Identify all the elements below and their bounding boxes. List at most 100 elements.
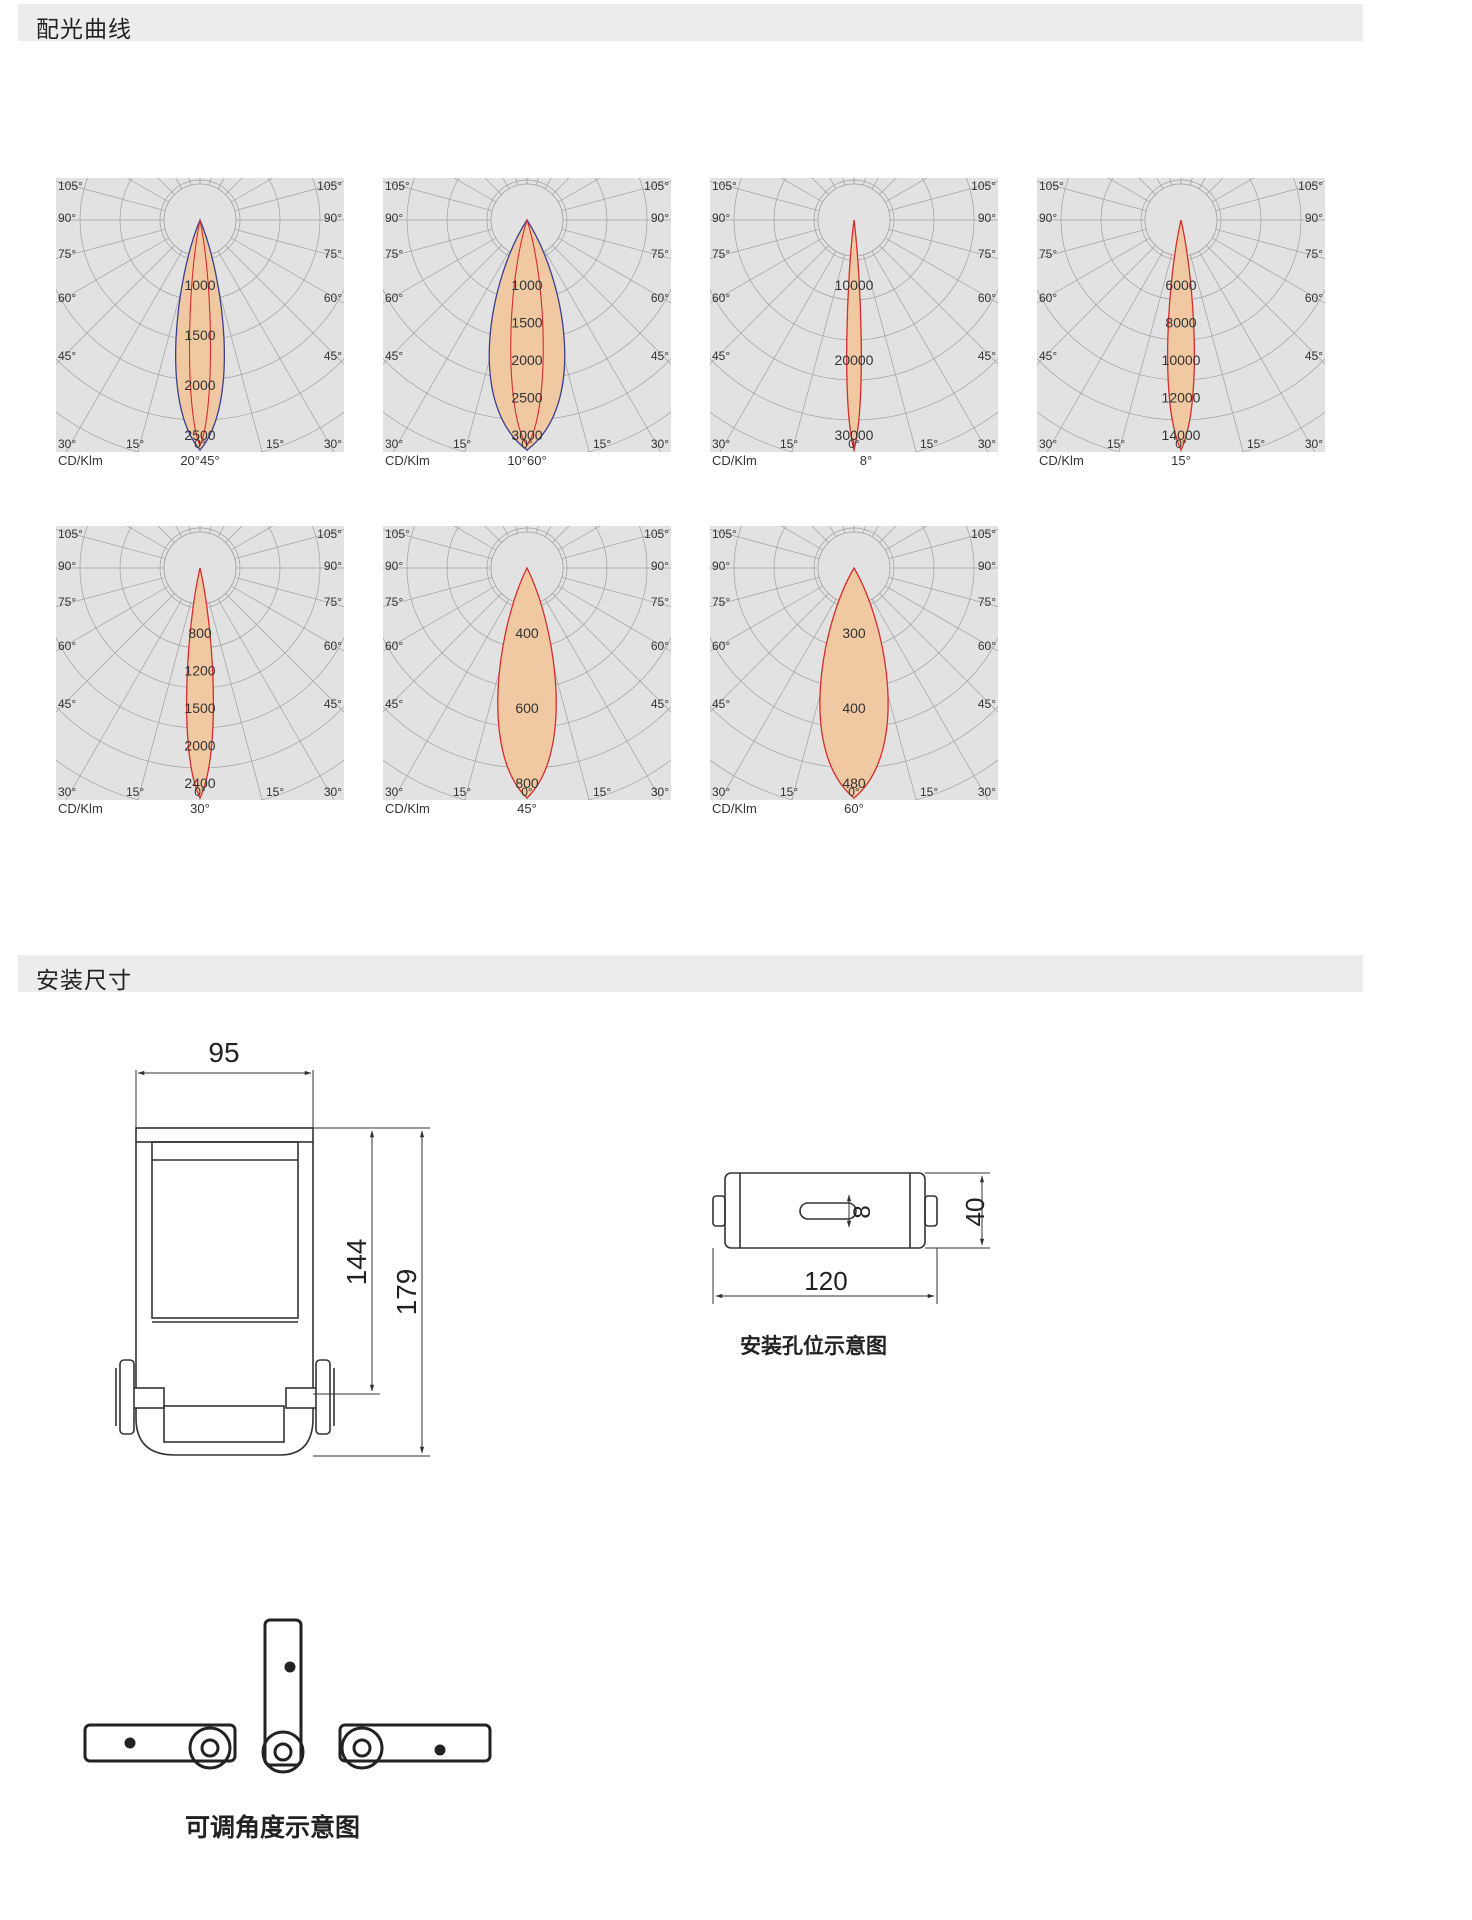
angle-label-top_right: 105° bbox=[644, 527, 669, 541]
unit-label: CD/Klm bbox=[58, 453, 103, 468]
angle-label-r90: 90° bbox=[324, 211, 342, 225]
intensity-label: 1000 bbox=[184, 277, 215, 293]
angle-label-b15l: 15° bbox=[780, 437, 798, 451]
angle-label-l30: 30° bbox=[712, 785, 730, 799]
beam-lobe-inner bbox=[188, 219, 212, 447]
intensity-label: 1500 bbox=[184, 327, 215, 343]
angle-label-l30: 30° bbox=[385, 437, 403, 451]
angle-label-b0: 0° bbox=[194, 437, 206, 451]
angle-label-b0: 0° bbox=[521, 437, 533, 451]
angle-label-r90: 90° bbox=[324, 559, 342, 573]
angle-label-r45: 45° bbox=[978, 697, 996, 711]
angle-label-r90: 90° bbox=[651, 211, 669, 225]
beam-angle-label: 8° bbox=[860, 453, 872, 468]
angle-label-b0: 0° bbox=[848, 437, 860, 451]
intensity-label: 800 bbox=[515, 775, 539, 791]
angle-label-l30: 30° bbox=[58, 785, 76, 799]
photometric-section-header: 配光曲线 bbox=[18, 4, 1363, 43]
angle-label-b0: 0° bbox=[194, 785, 206, 799]
angle-label-r30: 30° bbox=[651, 437, 669, 451]
angle-label-l75: 75° bbox=[385, 247, 403, 261]
intensity-label: 2500 bbox=[184, 427, 215, 443]
angle-label-l60: 60° bbox=[385, 639, 403, 653]
angle-label-b15l: 15° bbox=[126, 785, 144, 799]
intensity-label: 480 bbox=[842, 775, 866, 791]
angle-label-top_left: 105° bbox=[58, 179, 83, 193]
angle-label-r60: 60° bbox=[651, 291, 669, 305]
angle-label-r90: 90° bbox=[651, 559, 669, 573]
angle-label-top_right: 105° bbox=[317, 527, 342, 541]
beam-angle-label: 30° bbox=[190, 801, 210, 816]
intensity-label: 300 bbox=[842, 625, 866, 641]
caption-mounting-holes: 安装孔位示意图 bbox=[740, 1334, 887, 1358]
installation-section-header: 安装尺寸 bbox=[18, 955, 1363, 994]
intensity-label: 20000 bbox=[835, 352, 874, 368]
beam-lobe bbox=[819, 566, 889, 799]
section-title-photometric: 配光曲线 bbox=[36, 17, 132, 43]
angle-label-l60: 60° bbox=[712, 291, 730, 305]
angle-label-top_right: 105° bbox=[317, 179, 342, 193]
angle-label-top_left: 105° bbox=[712, 179, 737, 193]
angle-label-r75: 75° bbox=[324, 247, 342, 261]
angle-label-r30: 30° bbox=[978, 437, 996, 451]
angle-label-r45: 45° bbox=[324, 349, 342, 363]
dim-hole-slot: 8 bbox=[849, 1205, 876, 1218]
angle-label-l45: 45° bbox=[1039, 349, 1057, 363]
angle-label-r90: 90° bbox=[1305, 211, 1323, 225]
unit-label: CD/Klm bbox=[58, 801, 103, 816]
angle-label-l30: 30° bbox=[385, 785, 403, 799]
angle-label-r60: 60° bbox=[324, 639, 342, 653]
angle-label-l75: 75° bbox=[385, 595, 403, 609]
angle-label-l90: 90° bbox=[58, 211, 76, 225]
angle-label-b15l: 15° bbox=[1107, 437, 1125, 451]
angle-label-r60: 60° bbox=[1305, 291, 1323, 305]
angle-label-r60: 60° bbox=[651, 639, 669, 653]
angle-label-l60: 60° bbox=[712, 639, 730, 653]
angle-label-r45: 45° bbox=[1305, 349, 1323, 363]
intensity-label: 2500 bbox=[511, 390, 542, 406]
intensity-label: 2000 bbox=[184, 377, 215, 393]
angle-label-l45: 45° bbox=[712, 697, 730, 711]
intensity-label: 12000 bbox=[1162, 390, 1201, 406]
front-view-drawing bbox=[115, 1070, 430, 1457]
angle-label-b15r: 15° bbox=[920, 437, 938, 451]
angle-label-r45: 45° bbox=[324, 697, 342, 711]
angle-label-l60: 60° bbox=[58, 639, 76, 653]
intensity-label: 3000 bbox=[511, 427, 542, 443]
caption-angle-adjust: 可调角度示意图 bbox=[185, 1813, 361, 1842]
angle-label-top_left: 105° bbox=[1039, 179, 1064, 193]
angle-label-top_right: 105° bbox=[1298, 179, 1323, 193]
angle-label-l45: 45° bbox=[385, 697, 403, 711]
angle-label-l75: 75° bbox=[58, 595, 76, 609]
angle-label-l90: 90° bbox=[385, 211, 403, 225]
beam-lobe bbox=[488, 218, 566, 451]
angle-label-top_left: 105° bbox=[385, 179, 410, 193]
angle-label-b0: 0° bbox=[848, 785, 860, 799]
angle-label-r75: 75° bbox=[978, 595, 996, 609]
angle-label-l75: 75° bbox=[1039, 247, 1057, 261]
unit-label: CD/Klm bbox=[385, 453, 430, 468]
angle-label-b15r: 15° bbox=[593, 785, 611, 799]
intensity-label: 400 bbox=[842, 700, 866, 716]
angle-label-l90: 90° bbox=[58, 559, 76, 573]
angle-label-top_right: 105° bbox=[971, 527, 996, 541]
angle-label-l30: 30° bbox=[1039, 437, 1057, 451]
angle-label-b15l: 15° bbox=[780, 785, 798, 799]
intensity-label: 600 bbox=[515, 700, 539, 716]
dim-front-height-inner: 144 bbox=[341, 1239, 372, 1286]
unit-label: CD/Klm bbox=[712, 801, 757, 816]
intensity-label: 1000 bbox=[511, 277, 542, 293]
angle-label-r60: 60° bbox=[978, 639, 996, 653]
angle-label-r30: 30° bbox=[1305, 437, 1323, 451]
angle-label-r90: 90° bbox=[978, 211, 996, 225]
intensity-label: 8000 bbox=[1165, 315, 1196, 331]
angle-label-l60: 60° bbox=[58, 291, 76, 305]
angle-label-top_left: 105° bbox=[58, 527, 83, 541]
intensity-label: 1200 bbox=[184, 663, 215, 679]
angle-label-b15l: 15° bbox=[453, 785, 471, 799]
intensity-label: 30000 bbox=[835, 427, 874, 443]
